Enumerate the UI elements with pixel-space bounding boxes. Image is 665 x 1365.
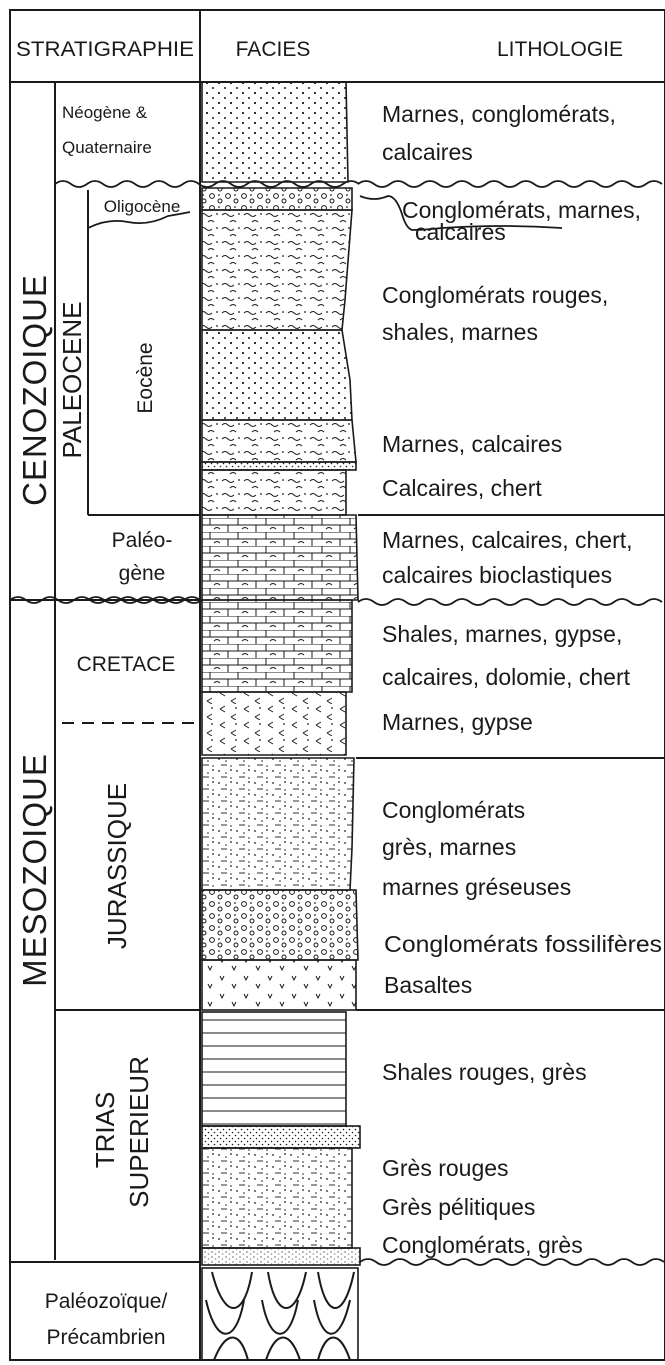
- facies-jurassique-sand: [202, 758, 354, 890]
- period-neogene-line2: Quaternaire: [62, 138, 152, 157]
- lithology-label: shales, marnes: [382, 319, 538, 345]
- facies-trias-sandstone: [202, 1148, 352, 1248]
- header-facies: FACIES: [236, 38, 311, 61]
- facies-neogene: [202, 82, 348, 182]
- lithology-label: calcaires, dolomie, chert: [382, 664, 631, 690]
- lithology-label: Conglomérats rouges,: [382, 282, 608, 308]
- lithology-label: Conglomérats: [382, 797, 525, 823]
- period-oligocene: Oligocène: [104, 197, 181, 216]
- era-paleozoique-line2: Précambrien: [46, 1326, 165, 1349]
- lithology-label: calcaires bioclastiques: [382, 562, 612, 588]
- facies-jurassique-conglomerate: [202, 890, 358, 960]
- facies-trias-thin-sand: [202, 1126, 360, 1148]
- lithology-label: Marnes, gypse: [382, 709, 533, 735]
- period-paleogene-line1: Paléo-: [112, 529, 173, 552]
- era-mesozoique: MESOZOIQUE: [16, 753, 53, 987]
- lithology-label: Shales rouges, grès: [382, 1059, 587, 1085]
- era-paleozoique-line1: Paléozoïque/: [45, 1290, 168, 1313]
- lithology-label: grès, marnes: [382, 834, 516, 860]
- lithology-label: Marnes, calcaires, chert,: [382, 527, 633, 553]
- facies-oligocene: [202, 188, 352, 210]
- lithology-label: marnes gréseuses: [382, 874, 571, 900]
- facies-gypse: [202, 692, 346, 755]
- lithology-label: calcaires: [382, 139, 473, 165]
- facies-basalt: [202, 960, 356, 1010]
- period-trias-line1: TRIAS: [90, 1092, 120, 1169]
- facies-trias-shale: [202, 1012, 346, 1126]
- lithology-label: Marnes, conglomérats,: [382, 101, 616, 127]
- lithology-label: Grès pélitiques: [382, 1194, 535, 1220]
- period-cretace: CRETACE: [77, 653, 176, 676]
- lithology-labels: Marnes, conglomérats, calcaires Conglomé…: [382, 101, 662, 1258]
- lithology-label: Calcaires, chert: [382, 475, 542, 501]
- period-eocene: Eocène: [134, 342, 157, 413]
- lithology-label: Conglomérats, grès: [382, 1232, 583, 1258]
- facies-eocene-bed: [202, 462, 356, 470]
- facies-eocene-conglomerate: [202, 330, 352, 420]
- facies-paleogene: [202, 515, 358, 600]
- facies-eocene-marl: [202, 420, 356, 462]
- lithology-label: calcaires: [415, 219, 506, 245]
- period-trias-line2: SUPERIEUR: [124, 1056, 154, 1208]
- lithology-label: Grès rouges: [382, 1155, 509, 1181]
- facies-column: [202, 82, 360, 1360]
- lithology-label: Basaltes: [384, 972, 472, 998]
- facies-eocene-limestone: [202, 470, 346, 515]
- header-stratigraphie: STRATIGRAPHIE: [16, 38, 194, 61]
- lithology-label: Marnes, calcaires: [382, 431, 562, 457]
- facies-cretace: [202, 600, 352, 692]
- period-paleogene-line2: gène: [119, 562, 166, 585]
- period-jurassique: JURASSIQUE: [102, 783, 132, 949]
- period-paleocene: PALEOCENE: [57, 301, 87, 458]
- period-neogene-line1: Néogène &: [62, 103, 148, 122]
- header-lithologie: LITHOLOGIE: [497, 38, 623, 61]
- facies-paleozoic: [202, 1268, 358, 1360]
- lithology-label: Conglomérats fossilifères: [384, 931, 662, 957]
- facies-eocene-upper: [202, 210, 352, 330]
- facies-trias-conglomerate: [202, 1248, 360, 1265]
- era-cenozoique: CENOZOIQUE: [16, 274, 53, 506]
- lithology-label: Shales, marnes, gypse,: [382, 621, 622, 647]
